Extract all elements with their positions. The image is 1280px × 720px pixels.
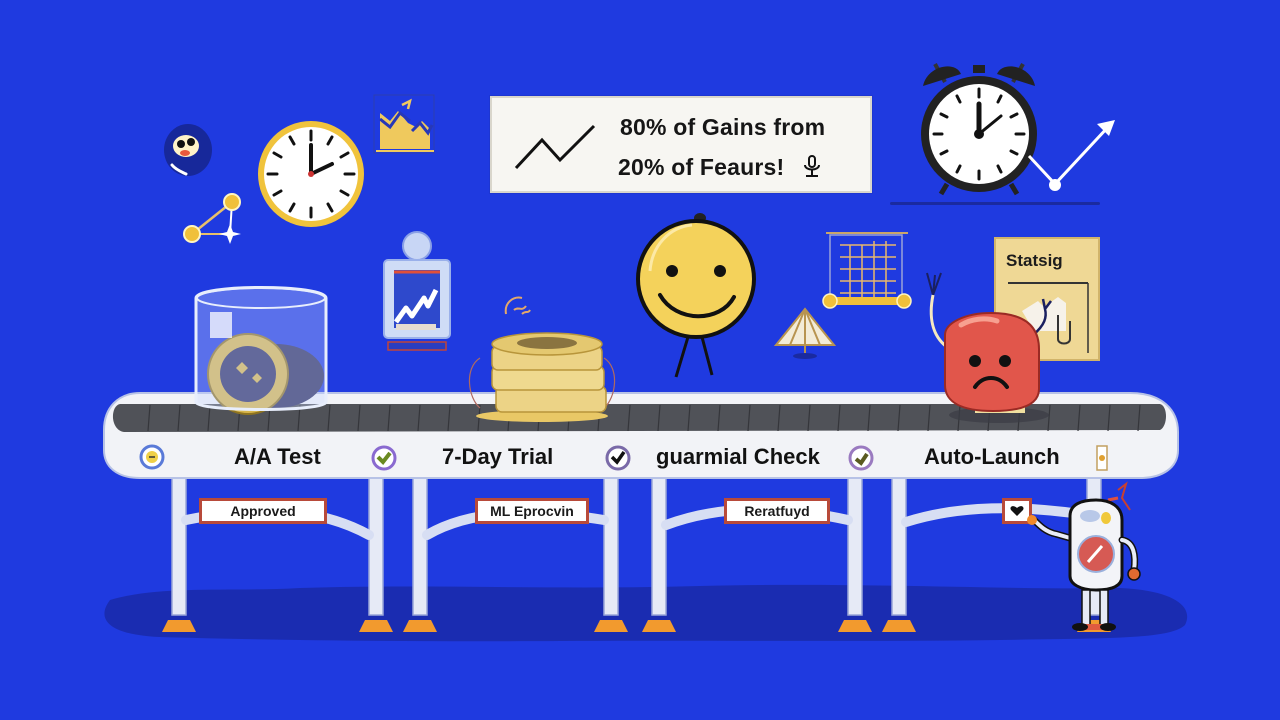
poster-title: Statsig (1006, 251, 1063, 270)
line-chart-card (383, 231, 451, 351)
heart-icon (1010, 506, 1024, 516)
stack-of-gold-coins (468, 332, 616, 422)
smiley-face-character (636, 213, 756, 378)
banner-headline-text: 20% of Feaurs! (618, 154, 785, 180)
stage-label-guardrail-check: guarmial Check (656, 444, 820, 469)
trend-zigzag-icon (514, 124, 596, 170)
sad-red-tomato-character (926, 272, 1052, 423)
poster-chart-graphic (1008, 282, 1089, 353)
banner-headline-line-2: 20% of Feaurs! (618, 154, 821, 181)
steam-squiggle-icon (504, 296, 531, 315)
stage-label-auto-launch: Auto-Launch (924, 444, 1060, 469)
conveyor-legs (162, 469, 1111, 632)
bird-character-icon (164, 124, 212, 176)
stage-label-7-day-trial: 7-Day Trial (442, 444, 554, 469)
tag-heart (1002, 498, 1032, 524)
banner-headline-line-1: 80% of Gains from (620, 114, 826, 140)
stage-badges (139, 444, 1108, 471)
grid-calendar-chart (822, 232, 912, 309)
network-nodes-icon (183, 193, 241, 244)
tag-approved: Approved (199, 498, 327, 524)
glass-jar-of-coins (194, 286, 328, 415)
tag-reratfuyd: Reratfuyd (724, 498, 830, 524)
microphone-icon (804, 155, 820, 177)
alarm-clock-shadow (890, 202, 1100, 205)
black-alarm-clock (921, 63, 1115, 196)
robot-character (1027, 481, 1141, 631)
area-chart-icon (373, 94, 435, 154)
striped-lamp (773, 307, 837, 359)
gold-wall-clock (258, 121, 364, 227)
tag-ml-eprocvin: ML Eprocvin (475, 498, 589, 524)
headline-banner: 80% of Gains from 20% of Feaurs! (490, 96, 872, 193)
stage-label-aa-test: A/A Test (234, 444, 321, 469)
